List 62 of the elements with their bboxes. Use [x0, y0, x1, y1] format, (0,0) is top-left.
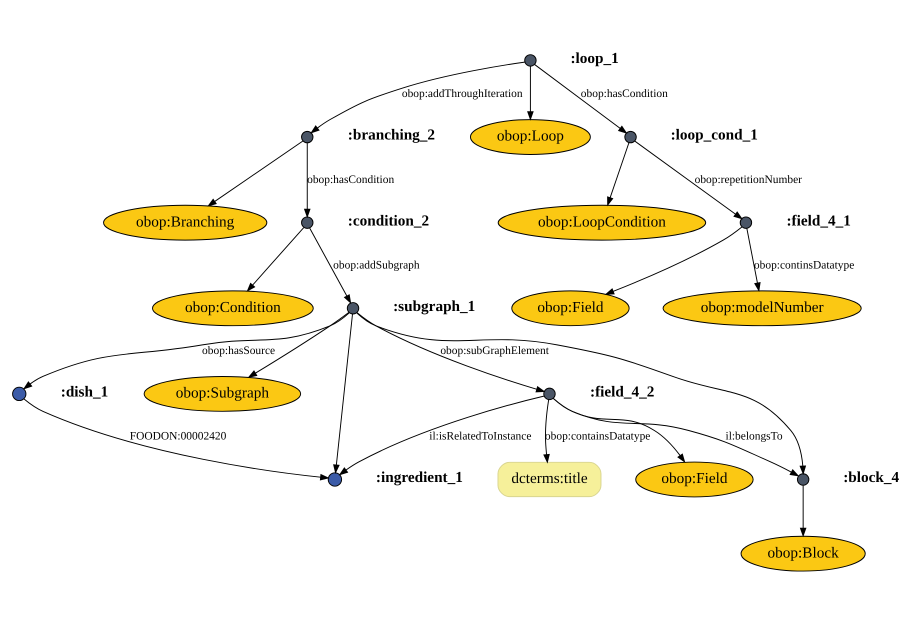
edge-label: obop:subGraphElement [440, 344, 549, 357]
node-box: dcterms:title [498, 461, 602, 497]
node-label: :field_4_1 [786, 212, 851, 229]
arrow [356, 312, 806, 475]
edge-label: FOODON:00002420 [130, 430, 226, 442]
arrow [333, 313, 353, 474]
arrow [22, 312, 350, 390]
arrow [304, 142, 311, 218]
node-ellipse: obop:LoopCondition [498, 204, 706, 240]
edge-label: obop:addSubgraph [333, 258, 420, 271]
node-label: :field_4_2 [590, 383, 654, 400]
node-label: :branching_2 [348, 126, 436, 144]
node-ellipse: obop:Field [511, 290, 630, 326]
node-ellipse: obop:Condition [152, 290, 314, 326]
node-ellipse: obop:modelNumber [662, 290, 862, 326]
arrow [527, 65, 534, 120]
node-circle [796, 472, 810, 486]
edge-label: obop:hasCondition [580, 88, 668, 100]
edge-label: obop:hasSource [202, 344, 276, 357]
node-ellipse: obop:Subgraph [144, 375, 302, 412]
arrow [800, 484, 806, 537]
node-label: :loop_1 [570, 50, 619, 67]
arrow [246, 226, 304, 292]
arrow [746, 227, 761, 292]
edge-label: obop:addThroughIteration [402, 88, 523, 100]
node-label: :ingredient_1 [376, 468, 463, 486]
node-circle [543, 387, 556, 400]
arrow [309, 227, 352, 304]
node-label: :dish_1 [60, 383, 108, 400]
node-ellipse: obop:Block [740, 535, 866, 572]
node-label: :block_4 [843, 468, 900, 486]
arrow [534, 64, 628, 134]
arrow [356, 312, 546, 392]
arrow [248, 311, 350, 378]
arrow [338, 395, 544, 475]
node-ellipse: obop:Loop [470, 118, 591, 154]
node-ellipse: obop:Branching [103, 204, 268, 240]
node-circle [346, 302, 360, 314]
node-circle [12, 386, 26, 401]
node-circle [301, 130, 314, 143]
edge-label: obop:repetitionNumber [694, 173, 802, 186]
arrow [543, 398, 550, 464]
node-ellipse: obop:Field [635, 461, 754, 497]
edge-label: il:belongsTo [726, 430, 783, 442]
arrow [552, 398, 800, 476]
node-circle [301, 216, 314, 228]
arrow [604, 226, 742, 294]
arrow [310, 61, 526, 134]
arrow [634, 140, 743, 220]
arrow [24, 398, 330, 480]
node-circle [328, 472, 342, 486]
node-circle [524, 54, 537, 66]
node-circle [740, 216, 752, 228]
arrow [207, 140, 304, 206]
node-label: :subgraph_1 [393, 297, 476, 314]
edge-label: obop:hasCondition [307, 173, 394, 186]
edge-label: il:isRelatedToInstance [429, 430, 532, 442]
node-label: :condition_2 [348, 212, 430, 229]
arrow [607, 142, 630, 206]
edge-label: obop:continsDatatype [754, 258, 854, 271]
node-label: :loop_cond_1 [670, 126, 758, 144]
node-circle [624, 130, 637, 143]
